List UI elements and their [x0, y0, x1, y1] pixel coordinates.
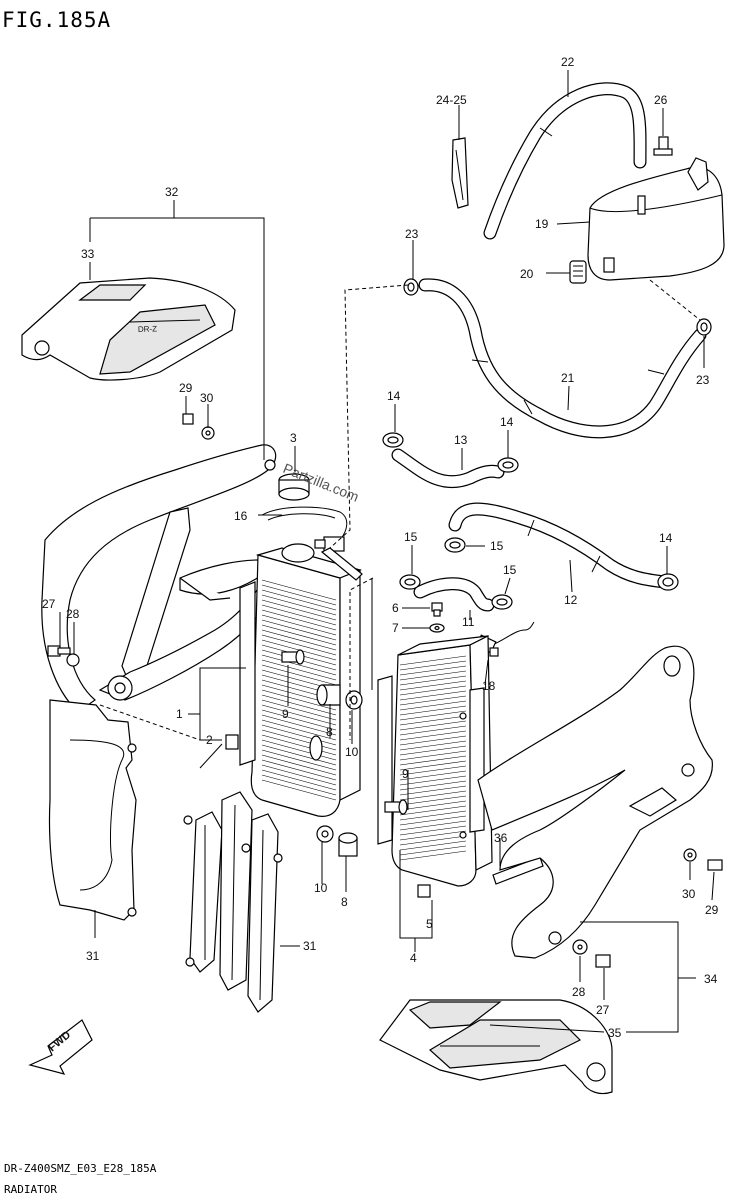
screw-9-lower: [384, 799, 408, 815]
callout-10-upper: 10: [345, 745, 359, 759]
hose-21: [418, 278, 707, 439]
bolt-6: [431, 602, 443, 617]
wire-16: [261, 506, 348, 541]
collar-10-lower: [316, 825, 334, 843]
leader-lines: [59, 70, 715, 1033]
bolt-26: [653, 136, 673, 156]
callout-27-left: 27: [42, 597, 56, 611]
callout-18: 18: [482, 679, 496, 693]
clamp-14-a: [382, 432, 404, 448]
callout-14-b: 14: [500, 415, 514, 429]
callout-19: 19: [535, 217, 549, 231]
radiator-frame-left: [41, 444, 281, 713]
hose-13: [391, 448, 505, 489]
callout-32: 32: [165, 185, 179, 199]
callout-30-right: 30: [682, 887, 696, 901]
guard-31-left: [48, 699, 137, 921]
callout-31-left: 31: [86, 949, 100, 963]
screw-9-upper: [281, 649, 305, 665]
callout-30-upper: 30: [200, 391, 214, 405]
callout-29-right: 29: [705, 903, 719, 917]
guard-31-center: [183, 791, 283, 1013]
callout-13: 13: [454, 433, 468, 447]
clamp-23-upper: [403, 278, 419, 296]
callout-15-c: 15: [503, 563, 517, 577]
callout-21: 21: [561, 371, 575, 385]
radiator-frame-right: [477, 645, 713, 959]
callout-31-center: 31: [303, 939, 317, 953]
callout-26: 26: [654, 93, 668, 107]
callout-33: 33: [81, 247, 95, 261]
callout-14-a: 14: [387, 389, 401, 403]
footer-name: RADIATOR: [4, 1183, 57, 1196]
reservoir-tank-19: [587, 157, 725, 281]
figure-title: FIG.185A: [2, 8, 111, 32]
hose-11: [413, 577, 495, 612]
footer-code: DR-Z400SMZ_E03_E28_185A: [4, 1162, 157, 1175]
fwd-arrow-icon: FWD: [28, 1019, 93, 1075]
callout-6: 6: [392, 601, 399, 615]
radiator-1: [225, 543, 363, 817]
callout-8-lower: 8: [341, 895, 348, 909]
clip-24-25: [451, 137, 469, 209]
callout-9-lower: 9: [402, 767, 409, 781]
callout-11: 11: [462, 615, 475, 629]
callout-23-top: 23: [405, 227, 419, 241]
clamp-23-lower: [696, 318, 712, 336]
callout-15-b: 15: [490, 539, 504, 553]
cap-20: [569, 260, 587, 284]
callout-2: 2: [206, 733, 213, 747]
shroud-35: [379, 999, 613, 1095]
clamp-14-c: [657, 573, 679, 591]
radiator-4: [377, 635, 493, 898]
callout-10-lower: 10: [314, 881, 328, 895]
callout-8-upper: 8: [326, 725, 333, 739]
callout-27-right: 27: [596, 1003, 610, 1017]
screw-27-left: [47, 645, 80, 667]
callout-3: 3: [290, 431, 297, 445]
callout-24-25: 24-25: [436, 93, 467, 107]
callout-29-upper: 29: [179, 381, 193, 395]
callout-9-upper: 9: [282, 707, 289, 721]
callout-15-a: 15: [404, 530, 418, 544]
callout-5: 5: [426, 917, 433, 931]
washer-7: [429, 623, 445, 633]
screw-29-30-upper: [182, 413, 215, 440]
shroud-33: DR-Z: [21, 277, 236, 381]
callout-35: 35: [608, 1026, 622, 1040]
callout-20: 20: [520, 267, 534, 281]
callout-34: 34: [704, 972, 718, 986]
svg-text:DR-Z: DR-Z: [138, 324, 158, 334]
callout-4: 4: [410, 951, 417, 965]
callout-labels: 22 24-25 26 32 33 23 19 20 21 23 29 30 1…: [42, 55, 719, 1040]
callout-22: 22: [561, 55, 575, 69]
hose-22: [483, 82, 647, 240]
callout-12: 12: [564, 593, 578, 607]
screw-29-30-right: [683, 848, 723, 871]
callout-28-left: 28: [66, 607, 80, 621]
hose-12: [448, 502, 672, 589]
clamp-15-a: [444, 537, 466, 553]
clamp-15-c: [491, 594, 513, 610]
callout-23-right: 23: [696, 373, 710, 387]
callout-16: 16: [234, 509, 248, 523]
bushing-8-upper: [316, 684, 341, 706]
collar-10-upper: [345, 690, 363, 710]
screw-27-28-right: [572, 939, 611, 968]
callout-14-c: 14: [659, 531, 673, 545]
callout-28-right: 28: [572, 985, 586, 999]
clamp-14-b: [497, 457, 519, 473]
callout-1: 1: [176, 707, 183, 721]
callout-7: 7: [392, 621, 399, 635]
clamp-15-b: [399, 574, 421, 590]
bushing-8-lower: [338, 832, 358, 857]
radiator-cap-3: [278, 473, 310, 501]
callout-36: 36: [494, 831, 508, 845]
